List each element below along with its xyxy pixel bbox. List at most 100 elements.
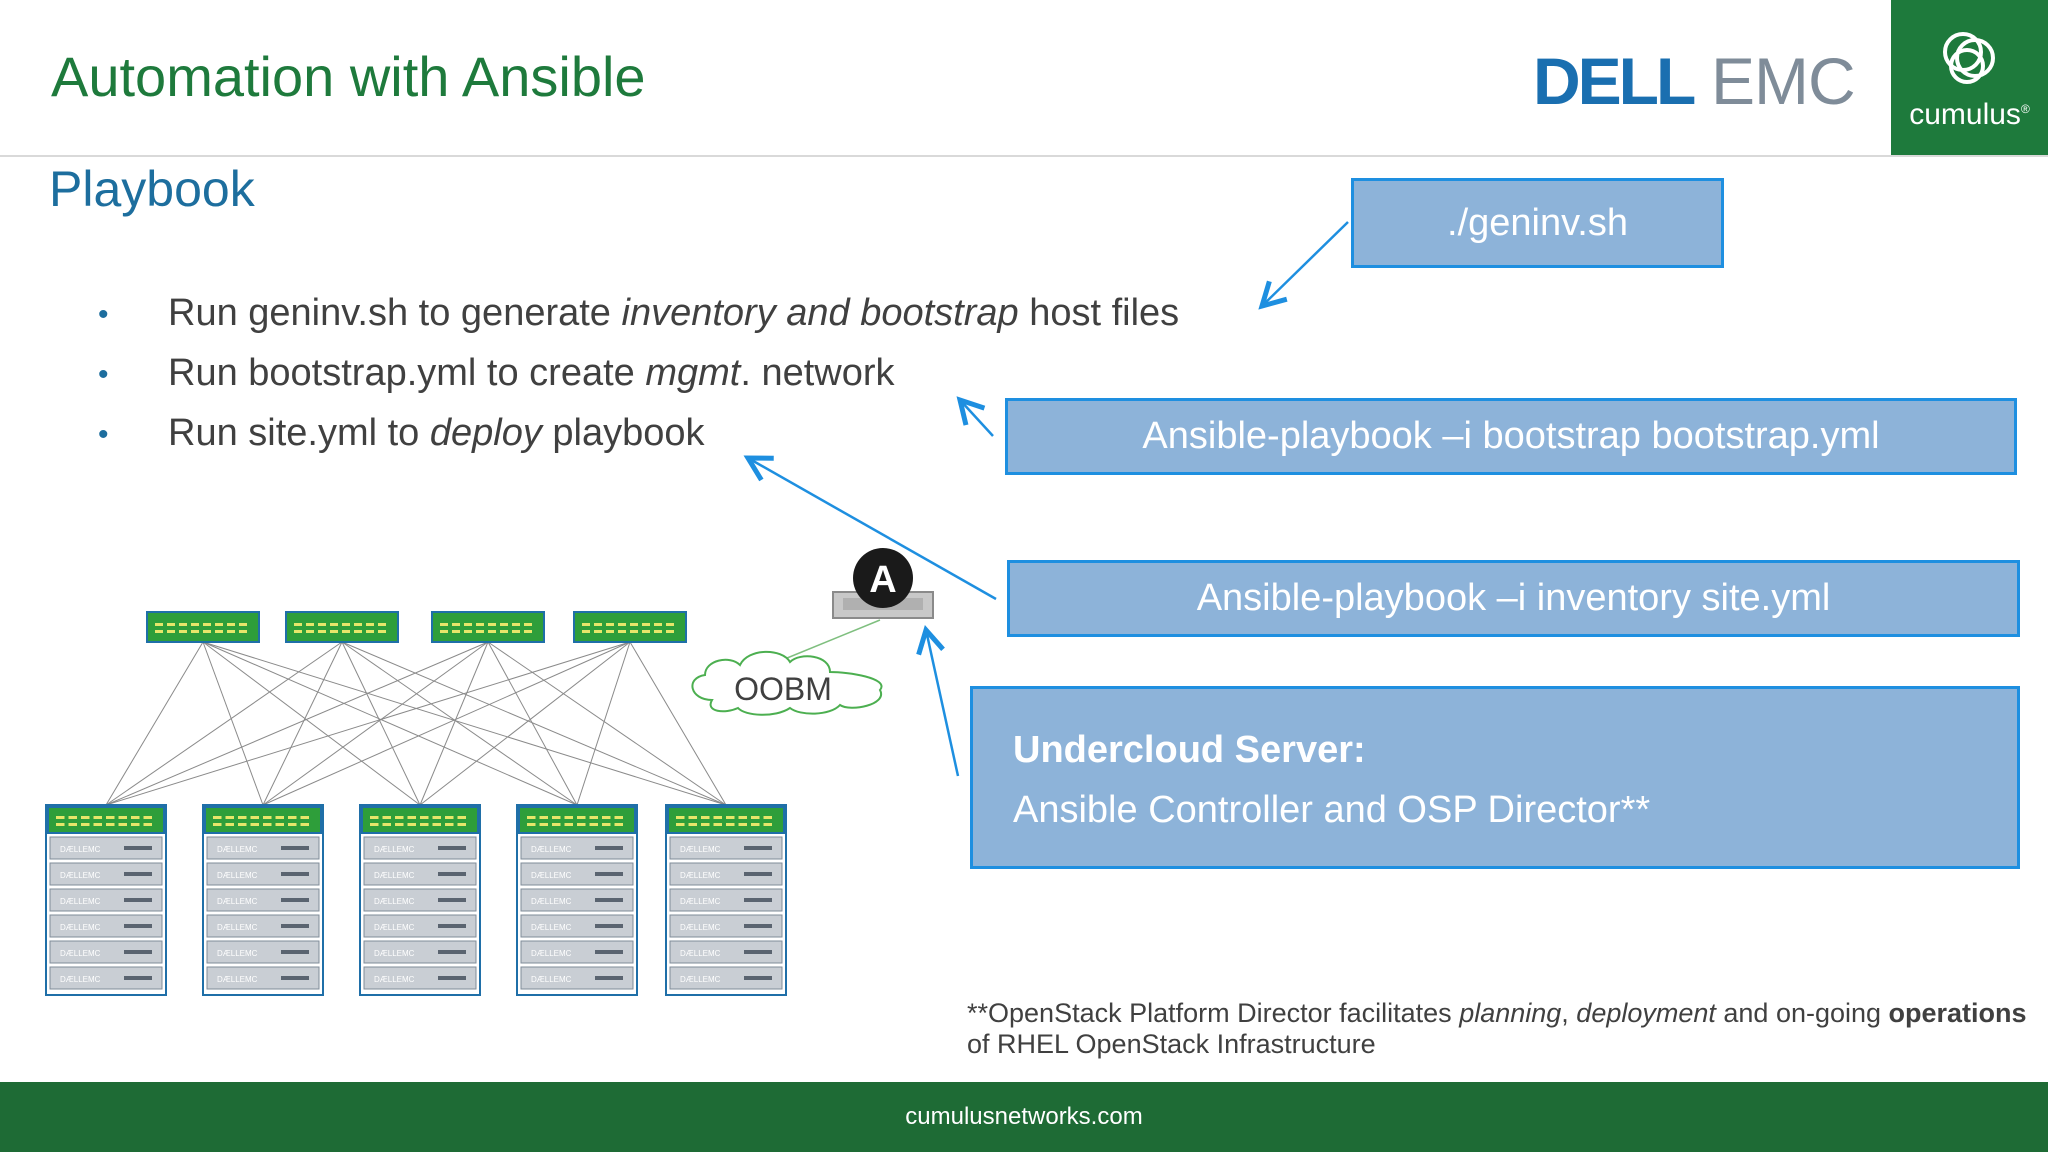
link-line	[105, 641, 204, 806]
server-unit: DÆLLEMC	[669, 966, 783, 990]
server-unit: DÆLLEMC	[520, 914, 634, 938]
network-diagram: DÆLLEMC DÆLLEMC DÆLLEMC DÆLLEMC DÆLLEMC DÆLLE…	[45, 221, 1349, 996]
server-brand-label: DÆLLEMC	[680, 871, 721, 880]
server-unit: DÆLLEMC	[363, 966, 477, 990]
cumulus-rings-icon	[1943, 32, 1995, 84]
spine-switches	[146, 611, 687, 643]
leaf-switch	[204, 806, 322, 834]
server-unit: DÆLLEMC	[206, 966, 320, 990]
link-line	[487, 641, 578, 806]
slide-title: Automation with Ansible	[51, 45, 646, 108]
server-brand-label: DÆLLEMC	[217, 845, 258, 854]
oobm-cloud: OOBM	[691, 650, 883, 716]
server-unit: DÆLLEMC	[49, 966, 163, 990]
emc-logo-text: EMC	[1711, 48, 1855, 112]
server-brand-label: DÆLLEMC	[374, 949, 415, 958]
server-brand-label: DÆLLEMC	[374, 871, 415, 880]
oobm-label: OOBM	[734, 671, 832, 707]
link-line	[202, 641, 727, 806]
leaf-switch	[518, 806, 636, 834]
server-brand-label: DÆLLEMC	[217, 949, 258, 958]
server-unit: DÆLLEMC	[669, 914, 783, 938]
server-unit: DÆLLEMC	[669, 862, 783, 886]
bootstrap-arrow	[960, 400, 994, 437]
bullet-text: Run bootstrap.yml to create mgmt. networ…	[168, 352, 895, 394]
server-rack: DÆLLEMC DÆLLEMC DÆLLEMC DÆLLEMC DÆLLEMC DÆLLE…	[516, 804, 638, 996]
bullet-text: Run geninv.sh to generate inventory and …	[168, 292, 1180, 334]
server-unit: DÆLLEMC	[363, 862, 477, 886]
bullet-dot: •	[98, 418, 109, 451]
footer-url: cumulusnetworks.com	[0, 1082, 2048, 1152]
server-racks: DÆLLEMC DÆLLEMC DÆLLEMC DÆLLEMC DÆLLEMC DÆLLE…	[45, 804, 787, 996]
bullet-item: • Run geninv.sh to generate inventory and…	[98, 292, 1298, 352]
server-unit: DÆLLEMC	[206, 940, 320, 964]
server-brand-label: DÆLLEMC	[60, 845, 101, 854]
server-brand-label: DÆLLEMC	[680, 897, 721, 906]
server-brand-label: DÆLLEMC	[60, 897, 101, 906]
bullet-dot: •	[98, 298, 109, 331]
link-line	[262, 641, 489, 806]
ansible-logo-icon	[853, 548, 913, 608]
leaf-switch	[47, 806, 165, 834]
server-unit: DÆLLEMC	[49, 914, 163, 938]
server-unit: DÆLLEMC	[520, 836, 634, 860]
server-brand-label: DÆLLEMC	[531, 975, 572, 984]
server-brand-label: DÆLLEMC	[531, 949, 572, 958]
server-rack: DÆLLEMC DÆLLEMC DÆLLEMC DÆLLEMC DÆLLEMC DÆLLE…	[45, 804, 167, 996]
server-rack: DÆLLEMC DÆLLEMC DÆLLEMC DÆLLEMC DÆLLEMC DÆLLE…	[665, 804, 787, 996]
geninv-arrow	[1262, 221, 1349, 306]
link-line	[262, 641, 631, 806]
link-line	[105, 641, 343, 806]
server-unit: DÆLLEMC	[363, 914, 477, 938]
server-brand-label: DÆLLEMC	[531, 923, 572, 932]
link-line	[105, 641, 489, 806]
link-line	[202, 641, 264, 806]
cumulus-logo-text: cumulus®	[1909, 98, 2030, 131]
undercloud-title: Undercloud Server:	[1013, 729, 1366, 771]
dell-emc-logo: DELL EMC	[1533, 48, 1856, 112]
server-brand-label: DÆLLEMC	[374, 923, 415, 932]
leaf-switch	[667, 806, 785, 834]
spine-switch	[431, 611, 545, 643]
server-brand-label: DÆLLEMC	[680, 845, 721, 854]
ansible-logo-letter: A	[869, 559, 896, 601]
server-unit: DÆLLEMC	[206, 888, 320, 912]
server-unit: DÆLLEMC	[520, 862, 634, 886]
server-unit: DÆLLEMC	[206, 862, 320, 886]
link-line	[341, 641, 727, 806]
link-line	[202, 641, 578, 806]
server-brand-label: DÆLLEMC	[531, 845, 572, 854]
server-brand-label: DÆLLEMC	[60, 949, 101, 958]
link-line	[576, 641, 631, 806]
server-brand-label: DÆLLEMC	[217, 923, 258, 932]
server-unit: DÆLLEMC	[669, 836, 783, 860]
spine-switch	[146, 611, 260, 643]
server-brand-label: DÆLLEMC	[531, 871, 572, 880]
server-brand-label: DÆLLEMC	[217, 975, 258, 984]
site-command-box: Ansible-playbook –i inventory site.yml	[1007, 560, 2020, 637]
server-unit: DÆLLEMC	[363, 888, 477, 912]
link-line	[419, 641, 489, 806]
server-unit: DÆLLEMC	[49, 862, 163, 886]
server-brand-label: DÆLLEMC	[217, 897, 258, 906]
spine-leaf-links	[105, 641, 727, 806]
server-brand-label: DÆLLEMC	[680, 923, 721, 932]
link-line	[341, 641, 578, 806]
slide-subtitle: Playbook	[49, 161, 255, 217]
link-line	[487, 641, 727, 806]
server-unit: DÆLLEMC	[49, 888, 163, 912]
bullet-text: Run site.yml to deploy playbook	[168, 412, 705, 454]
oobm-link	[769, 619, 881, 666]
server-brand-label: DÆLLEMC	[531, 897, 572, 906]
server-rack: DÆLLEMC DÆLLEMC DÆLLEMC DÆLLEMC DÆLLEMC DÆLLE…	[202, 804, 324, 996]
bullet-item: • Run site.yml to deploy playbook	[98, 412, 1298, 472]
server-unit: DÆLLEMC	[206, 836, 320, 860]
server-unit: DÆLLEMC	[520, 966, 634, 990]
server-brand-label: DÆLLEMC	[680, 949, 721, 958]
ansible-mgmt-switch: A	[832, 548, 934, 619]
link-line	[419, 641, 631, 806]
cumulus-logo: cumulus®	[1891, 0, 2048, 155]
dell-logo-text: DELL	[1533, 48, 1695, 112]
server-rack: DÆLLEMCDÆLLEMCDÆLLEMCDÆLLEMCDÆLLEMCDÆLLE…	[359, 804, 481, 996]
bootstrap-command-box: Ansible-playbook –i bootstrap bootstrap.…	[1005, 398, 2017, 475]
